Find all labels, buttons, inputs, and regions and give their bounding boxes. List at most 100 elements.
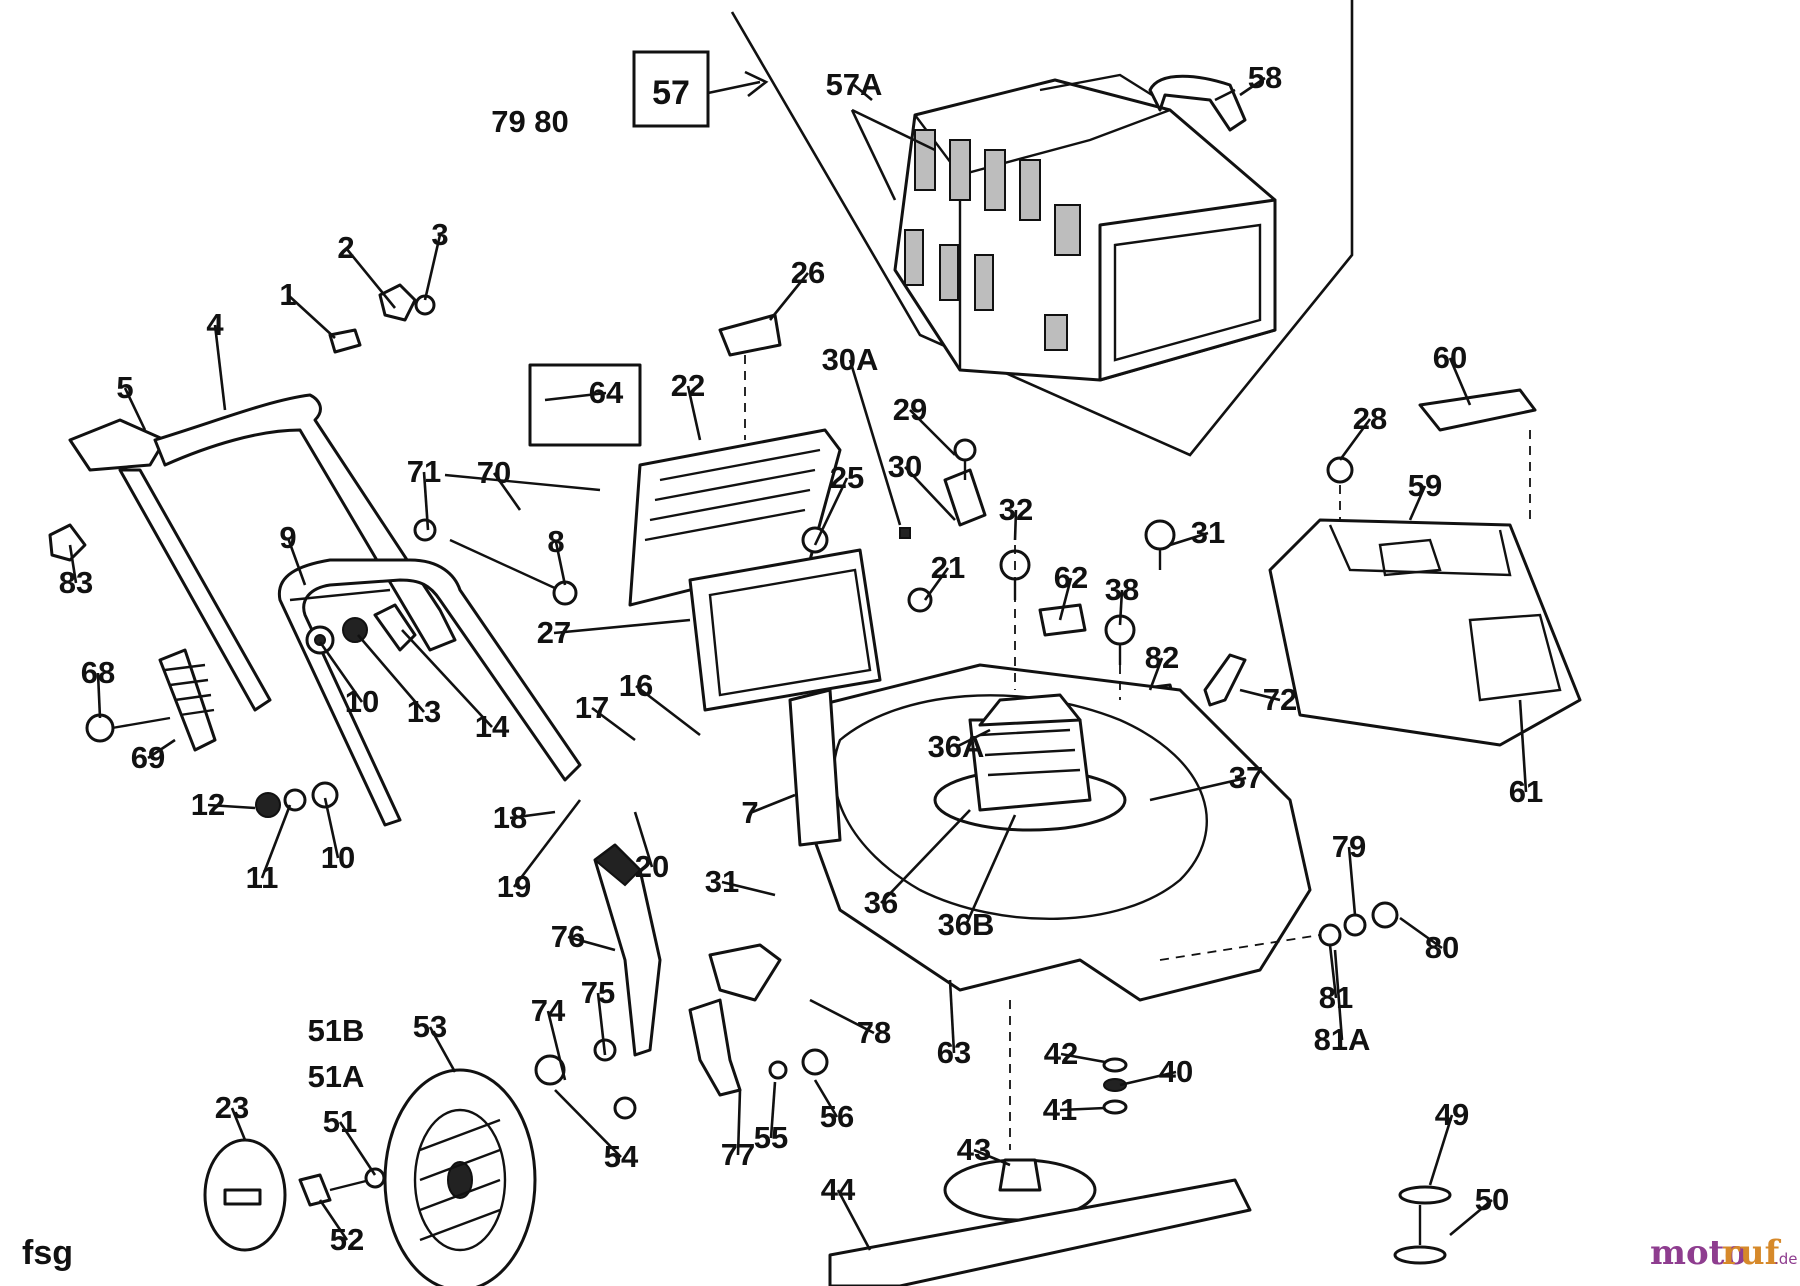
watermark-brand-part2: ruf: [1722, 1233, 1782, 1273]
leader-line: [230, 1107, 247, 1141]
grass-catcher-inset: 57: [632, 0, 1354, 457]
watermark: moto ruf .de: [1650, 1233, 1798, 1273]
leader-line: [318, 1199, 349, 1241]
leader-line: [736, 1089, 742, 1156]
part-label: 61: [1509, 774, 1543, 809]
part-label: 8: [547, 524, 564, 559]
leader-line: [1239, 76, 1266, 97]
part-label: 53: [413, 1009, 447, 1044]
part-label: 36: [864, 885, 898, 920]
grass-catcher-bag: [893, 73, 1277, 382]
part-label: 44: [821, 1172, 856, 1207]
part-label: 64: [589, 375, 624, 410]
part-label: 56: [820, 1099, 854, 1134]
part-label: 42: [1044, 1036, 1078, 1071]
clamp-part: [378, 283, 417, 322]
handle-assembly: [48, 283, 601, 827]
leader-line: [1148, 657, 1164, 691]
part-label: 30: [888, 449, 922, 484]
part-label: 81A: [1314, 1022, 1371, 1057]
part-label: 10: [345, 684, 379, 719]
part-label: 25: [830, 460, 864, 495]
upper-handle-part: [153, 393, 457, 652]
leader-line: [544, 391, 607, 402]
part-label: 5: [116, 370, 133, 405]
part-label: 18: [493, 800, 527, 835]
part-label: 55: [754, 1120, 788, 1155]
leader-line: [964, 814, 1017, 926]
part-label: 52: [330, 1222, 364, 1257]
cover-lid-60-part: [1418, 388, 1537, 432]
leader-line: [909, 409, 956, 456]
part-label: 9: [279, 520, 296, 555]
part-label: 58: [1248, 60, 1282, 95]
leader-line: [853, 84, 873, 101]
part-label: 27: [537, 615, 571, 650]
part-label: 72: [1263, 682, 1297, 717]
motor-cover-assembly: [1268, 388, 1582, 747]
handle-rod-part: [118, 468, 272, 712]
part-label: 32: [999, 492, 1033, 527]
leader-line: [1347, 846, 1357, 916]
switch-30-part: [943, 468, 987, 527]
corner-code: fsg: [22, 1234, 73, 1272]
leader-line: [422, 471, 430, 531]
mower-deck: [788, 545, 1312, 1150]
part-label: 12: [191, 787, 225, 822]
leader-line: [213, 324, 227, 411]
leader-lines: [68, 76, 1528, 1251]
part-label: 54: [604, 1139, 639, 1174]
leader-line: [836, 1189, 872, 1251]
leader-line: [686, 385, 702, 441]
part-label: 28: [1353, 401, 1387, 436]
part-label: 36A: [928, 729, 985, 764]
part-label: 17: [575, 690, 609, 725]
part-label: 38: [1105, 572, 1139, 607]
catcher-handle-part: [1148, 74, 1247, 132]
rear-flap-assembly: [528, 313, 882, 712]
leader-line: [96, 672, 102, 719]
part-label: 16: [619, 668, 653, 703]
leader-line: [287, 294, 336, 339]
wheel-assembly: [203, 843, 829, 1286]
rear-plate-7-part: [788, 688, 842, 847]
leader-line: [635, 684, 701, 737]
part-label: 3: [431, 217, 448, 252]
part-label: 63: [937, 1035, 971, 1070]
leader-line: [68, 544, 78, 584]
leader-line: [768, 272, 810, 321]
leader-line: [147, 738, 176, 760]
blade-assembly: [828, 1057, 1452, 1286]
part-label: 37: [1229, 760, 1263, 795]
leader-line: [338, 1121, 377, 1176]
leader-line: [948, 979, 956, 1054]
part-label: 19: [497, 869, 531, 904]
leader-line: [567, 935, 616, 952]
leader-line: [1119, 1070, 1177, 1087]
part-label: 69: [131, 740, 165, 775]
leader-line: [596, 992, 607, 1056]
part-label: 7: [741, 795, 758, 830]
leader-line: [1239, 688, 1281, 702]
part-label: 31: [705, 864, 739, 899]
part-label: 21: [931, 550, 965, 585]
leader-line: [923, 567, 950, 601]
leader-line: [813, 1079, 839, 1118]
part-label: 51B: [308, 1013, 365, 1048]
part-label: 79: [1332, 829, 1366, 864]
part-label: 80: [1425, 930, 1459, 965]
leader-line: [633, 811, 654, 868]
part-label: 68: [81, 655, 115, 690]
part-label: 78: [857, 1015, 891, 1050]
part-label: 71: [407, 454, 441, 489]
part-label: 2: [337, 230, 354, 265]
wing-nut-part: [373, 603, 417, 652]
part-label: 83: [59, 565, 93, 600]
leader-line: [809, 998, 875, 1035]
leader-line: [509, 810, 556, 820]
leader-line: [1448, 357, 1472, 406]
cover-59-part: [1268, 518, 1582, 747]
leader-line: [546, 1010, 567, 1081]
